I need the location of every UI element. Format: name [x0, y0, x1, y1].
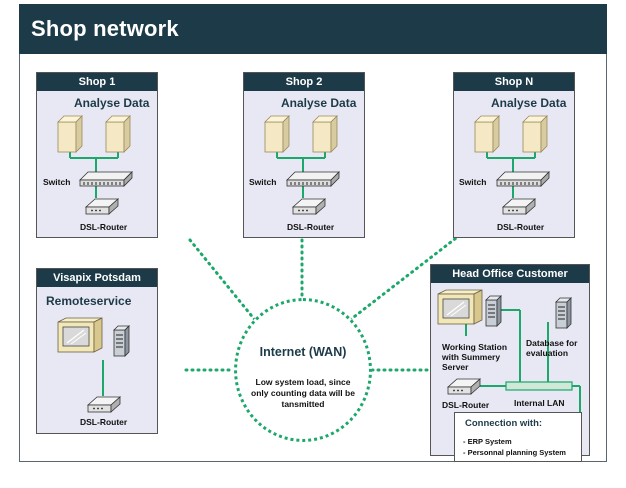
router-icon — [87, 396, 121, 413]
visapix-header: Visapix Potsdam — [37, 269, 157, 287]
router-icon — [85, 198, 119, 215]
workstation-label: Working Station with Summery Server — [442, 342, 508, 372]
router-icon — [447, 378, 481, 395]
router-icon — [292, 198, 326, 215]
connection-title: Connection with: — [465, 418, 543, 429]
database-server-icon — [555, 297, 572, 329]
database-label: Database for evaluation — [526, 338, 578, 358]
switch-icon — [286, 171, 340, 187]
connection-box: Connection with: - ERP System - Personna… — [454, 412, 582, 462]
shop-1-header: Shop 1 — [37, 73, 157, 91]
shop-1-switch-label: Switch — [43, 177, 71, 187]
server-icon — [113, 325, 130, 357]
computer-icon — [264, 115, 290, 153]
internet-title: Internet (WAN) — [259, 345, 347, 359]
connection-item: - Personnal planning System — [463, 448, 566, 457]
lan-label: Internal LAN — [514, 398, 565, 408]
visapix-box: Visapix Potsdam — [36, 268, 158, 434]
shop-n-switch-label: Switch — [459, 177, 487, 187]
internet-description: Low system load, since only counting dat… — [251, 377, 355, 409]
computer-icon — [57, 115, 83, 153]
shop-2-switch-label: Switch — [249, 177, 277, 187]
shop-n-heading: Analyse Data — [491, 96, 567, 110]
head-office-router-label: DSL-Router — [442, 400, 490, 410]
computer-icon — [522, 115, 548, 153]
link-shopn — [348, 233, 462, 322]
shop-n-header: Shop N — [454, 73, 574, 91]
server-icon — [485, 295, 502, 327]
switch-icon — [79, 171, 133, 187]
monitor-icon — [437, 289, 483, 325]
diagram-title: Shop network — [31, 16, 179, 41]
shop-2-router-label: DSL-Router — [287, 222, 335, 232]
shop-2-heading: Analyse Data — [281, 96, 357, 110]
computer-icon — [312, 115, 338, 153]
shop-2-header: Shop 2 — [244, 73, 364, 91]
shop-n-router-label: DSL-Router — [497, 222, 545, 232]
monitor-icon — [57, 317, 103, 353]
visapix-router-label: DSL-Router — [80, 417, 128, 427]
computer-icon — [105, 115, 131, 153]
internet-circle: Internet (WAN) Low system load, since on… — [234, 298, 372, 442]
computer-icon — [474, 115, 500, 153]
switch-icon — [496, 171, 550, 187]
connection-item: - ERP System — [463, 437, 512, 446]
lan-bar — [505, 381, 573, 391]
visapix-heading: Remoteservice — [46, 294, 132, 308]
shop-1-router-label: DSL-Router — [80, 222, 128, 232]
router-icon — [502, 198, 536, 215]
title-bar: Shop network — [19, 4, 607, 54]
link-shop1 — [188, 238, 257, 322]
shop-1-heading: Analyse Data — [74, 96, 150, 110]
head-office-header: Head Office Customer — [431, 265, 589, 283]
